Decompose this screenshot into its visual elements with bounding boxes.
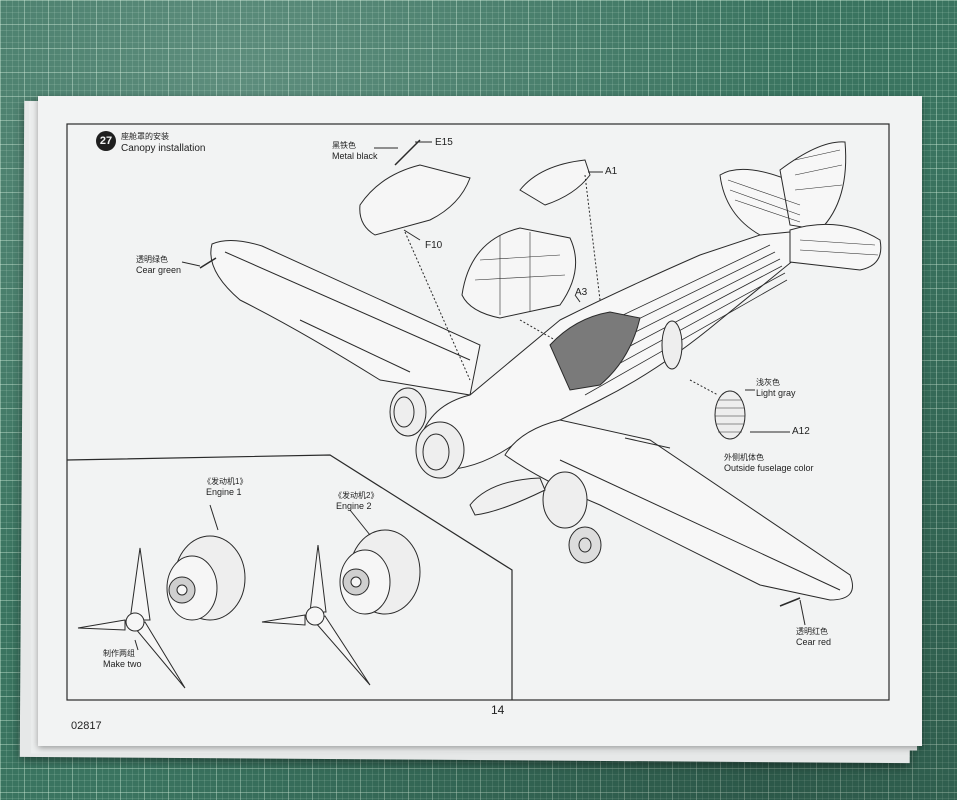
part-label-e15: E15	[435, 137, 453, 148]
drop-tank	[469, 477, 546, 516]
color-clear-red-cn: 透明红色	[796, 627, 828, 636]
page-number: 14	[491, 703, 505, 717]
part-f10	[359, 164, 471, 236]
left-wing-light	[199, 257, 217, 269]
part-a1	[519, 159, 591, 206]
make-two-cn: 制作两组	[103, 649, 135, 658]
engine2-prop-blade-up	[309, 544, 327, 613]
color-metal-black-en: Metal black	[332, 151, 378, 161]
right-stabilizer	[789, 223, 882, 271]
vertical-fin	[779, 141, 847, 231]
right-nacelle	[542, 471, 588, 529]
step-number-badge: 27	[96, 131, 116, 151]
fuselage-a3-section	[549, 311, 641, 391]
engine1-label-cn: 《发动机1》	[203, 477, 248, 486]
color-clear-green-en: Cear green	[136, 265, 182, 275]
engine2-label-en: Engine 2	[336, 501, 372, 511]
color-outside-fuselage-cn: 外侧机体色	[724, 453, 764, 462]
color-clear-green-cn: 透明绿色	[136, 255, 168, 264]
part-a12	[714, 390, 746, 440]
engine1-prop-blade-down	[134, 621, 186, 689]
step-title-cn: 座舱罩的安装	[121, 132, 169, 141]
engine2-spinner	[305, 606, 325, 626]
color-metal-black-cn: 黑铁色	[332, 141, 356, 150]
step-title-en: Canopy installation	[121, 143, 206, 154]
color-light-gray-en: Light gray	[756, 388, 796, 398]
part-e15	[394, 139, 421, 166]
right-wing-light	[779, 597, 801, 607]
part-label-f10: F10	[425, 240, 443, 251]
product-code: 02817	[71, 720, 102, 732]
engine1-label-en: Engine 1	[206, 487, 242, 497]
fuselage-window-part	[661, 320, 683, 370]
engine1-prop-blade-left	[77, 619, 126, 631]
landing-wheel	[568, 526, 602, 564]
make-two-en: Make two	[103, 659, 142, 669]
color-clear-red-en: Cear red	[796, 637, 832, 647]
part-label-a12: A12	[792, 426, 810, 437]
engine2-prop-blade-left	[261, 614, 306, 626]
nose-engine	[415, 421, 465, 479]
part-label-a3: A3	[575, 287, 588, 298]
engine1-prop-blade-up	[129, 547, 151, 621]
engine1-spinner	[125, 612, 145, 632]
engine2-prop-blade-down	[314, 615, 371, 686]
page-frame	[66, 123, 890, 701]
part-label-a1: A1	[605, 166, 618, 177]
canopy-frame	[461, 227, 577, 319]
subassembly-frame	[66, 454, 513, 700]
engine2-label-cn: 《发动机2》	[334, 491, 379, 500]
color-outside-fuselage-en: Outside fuselage color	[724, 463, 814, 473]
left-wing	[210, 240, 481, 396]
left-nacelle	[389, 387, 427, 437]
color-light-gray-cn: 浅灰色	[756, 378, 780, 387]
